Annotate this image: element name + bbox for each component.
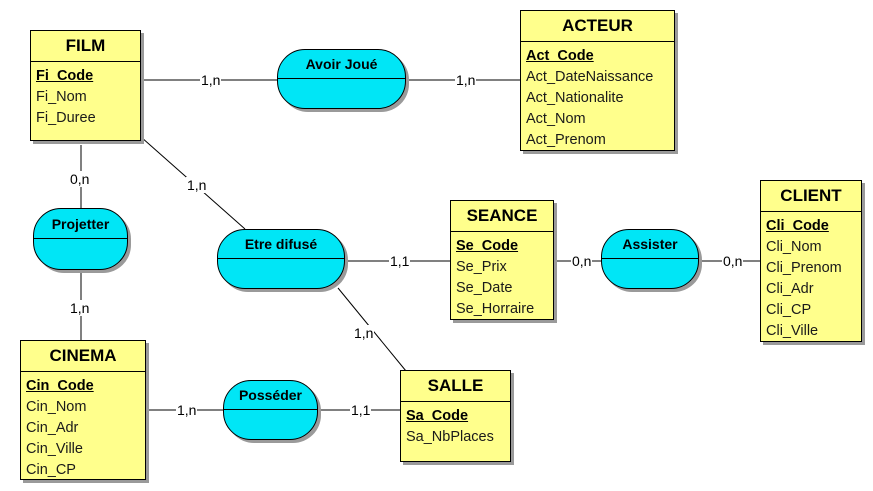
- entity-title: ACTEUR: [521, 11, 674, 42]
- entity-attribute: Sa_NbPlaces: [406, 429, 494, 445]
- cardinality-cinema-projetter: 1,n: [69, 300, 91, 316]
- entity-film[interactable]: FILM Fi_Code Fi_Nom Fi_Duree: [30, 30, 141, 141]
- entity-key-attribute: Cin_Code: [26, 378, 94, 394]
- cardinality-film-avoir-joue: 1,n: [200, 72, 222, 88]
- association-projetter[interactable]: Projetter: [33, 208, 128, 270]
- cardinality-client-assister: 0,n: [722, 253, 744, 269]
- association-posseder[interactable]: Posséder: [223, 380, 318, 440]
- entity-attribute: Fi_Duree: [36, 110, 96, 126]
- entity-attribute: Cli_Adr: [766, 281, 814, 297]
- entity-acteur[interactable]: ACTEUR Act_Code Act_DateNaissance Act_Na…: [520, 10, 675, 151]
- entity-key-attribute: Se_Code: [456, 238, 519, 254]
- entity-attribute: Cin_CP: [26, 462, 76, 478]
- entity-attribute: Se_Date: [456, 280, 513, 296]
- entity-attribute: Cli_Prenom: [766, 260, 842, 276]
- cardinality-film-projetter: 0,n: [69, 171, 91, 187]
- entity-attribute: Se_Horraire: [456, 301, 535, 317]
- entity-key-attribute: Act_Code: [526, 48, 594, 64]
- entity-attribute: Cin_Ville: [26, 441, 83, 457]
- entity-attribute: Act_Nom: [526, 111, 586, 127]
- cardinality-seance-etre-difuse: 1,1: [389, 253, 411, 269]
- entity-attribute: Se_Prix: [456, 259, 507, 275]
- association-etre-difuse[interactable]: Etre difusé: [217, 229, 345, 289]
- cardinality-cinema-posseder: 1,n: [176, 402, 198, 418]
- entity-attribute: Act_Prenom: [526, 132, 606, 148]
- cardinality-film-etre-difuse: 1,n: [186, 177, 208, 193]
- entity-attribute: Act_DateNaissance: [526, 69, 654, 85]
- entity-title: FILM: [31, 31, 140, 62]
- entity-title: SALLE: [401, 371, 510, 402]
- association-label: Etre difusé: [218, 230, 344, 259]
- cardinality-salle-etre-difuse: 1,n: [353, 325, 375, 341]
- association-label: Avoir Joué: [278, 50, 405, 79]
- cardinality-seance-assister: 0,n: [571, 253, 593, 269]
- entity-key-attribute: Sa_Code: [406, 408, 469, 424]
- cardinality-acteur-avoir-joue: 1,n: [455, 72, 477, 88]
- entity-attribute: Cli_CP: [766, 302, 812, 318]
- association-label: Posséder: [224, 381, 317, 410]
- entity-seance[interactable]: SEANCE Se_Code Se_Prix Se_Date Se_Horrai…: [450, 200, 554, 320]
- association-assister[interactable]: Assister: [601, 229, 699, 289]
- entity-title: CINEMA: [21, 341, 145, 372]
- entity-title: SEANCE: [451, 201, 553, 232]
- entity-attribute: Cli_Ville: [766, 323, 819, 339]
- entity-cinema[interactable]: CINEMA Cin_Code Cin_Nom Cin_Adr Cin_Vill…: [20, 340, 146, 480]
- association-label: Projetter: [34, 209, 127, 239]
- entity-attribute: Cli_Nom: [766, 239, 822, 255]
- cardinality-salle-posseder: 1,1: [350, 402, 372, 418]
- association-avoir-joue[interactable]: Avoir Joué: [277, 49, 406, 109]
- entity-key-attribute: Cli_Code: [766, 218, 829, 234]
- entity-key-attribute: Fi_Code: [36, 68, 94, 84]
- entity-title: CLIENT: [761, 181, 861, 212]
- entity-salle[interactable]: SALLE Sa_Code Sa_NbPlaces: [400, 370, 511, 462]
- entity-attribute: Fi_Nom: [36, 89, 87, 105]
- entity-attribute: Cin_Nom: [26, 399, 87, 415]
- entity-attribute: Act_Nationalite: [526, 90, 624, 106]
- association-label: Assister: [602, 230, 698, 259]
- entity-attribute: Cin_Adr: [26, 420, 79, 436]
- entity-client[interactable]: CLIENT Cli_Code Cli_Nom Cli_Prenom Cli_A…: [760, 180, 862, 342]
